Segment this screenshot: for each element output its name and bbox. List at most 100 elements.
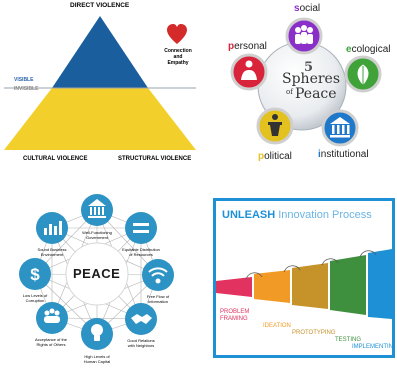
sphere-label-social: social (294, 3, 320, 14)
sphere-label-social-initial: s (294, 3, 300, 14)
wifi-icon (148, 267, 168, 284)
node-label-business-line1: Sound Business (37, 247, 67, 252)
node-label-corruption: Low Levels of Corruption (10, 293, 60, 303)
sphere-personal (230, 53, 268, 91)
invisible-label: INVISIBLE (14, 86, 39, 92)
violence-triangle-panel: DIRECT VIOLENCE VISIBLE INVISIBLE Connec… (0, 0, 200, 180)
podium-icon (268, 114, 282, 136)
leaf-icon (356, 63, 370, 87)
node-label-business: Sound Business Environment (27, 247, 77, 257)
node-label-rights: Acceptance of the Rights of Others (25, 337, 77, 347)
spheres-number: 5 (304, 60, 314, 75)
building-icon (330, 117, 350, 138)
node-label-neighbors: Good Relations with Neighbors (116, 338, 166, 348)
spheres-title-line3: Peace (295, 86, 337, 102)
spheres-diagram (230, 17, 382, 147)
peace-network-panel: $ PEACE Well-Functioning Government Equi… (0, 184, 200, 368)
unleash-title-bold: UNLEASH (222, 209, 276, 221)
node-label-rights-line1: Acceptance of the (34, 337, 68, 342)
node-label-rights-line2: Rights of Others (36, 342, 66, 347)
node-government-circle (81, 194, 113, 226)
node-label-government: Well-Functioning Government (72, 230, 122, 240)
sphere-label-political: political (258, 151, 292, 162)
spheres-title-line2: of (286, 88, 293, 96)
stage-problem-framing-band (216, 277, 252, 297)
peace-center-disc (65, 242, 129, 306)
unleash-title-light: Innovation Process (278, 209, 372, 221)
triangle-bottom-section (4, 88, 196, 150)
node-label-human-capital: High Levels of Human Capital (72, 354, 122, 364)
node-label-corruption-line2: Corruption (25, 298, 45, 303)
direct-violence-label: DIRECT VIOLENCE (70, 2, 130, 9)
stage-testing-band (330, 255, 366, 315)
sphere-political (256, 107, 294, 145)
sphere-label-political-rest: olitical (264, 151, 292, 162)
stage-label-problem-framing-line2: FRAMING (220, 316, 248, 322)
sphere-label-ecological: ecological (346, 44, 390, 55)
node-label-human-capital-line1: High Levels of (84, 354, 110, 359)
sphere-institutional (321, 109, 359, 147)
heart-caption-line3: Empathy (167, 60, 189, 66)
node-corruption-circle (19, 258, 51, 290)
node-information-circle (142, 259, 174, 291)
triangle-top-section (52, 16, 148, 88)
node-label-information: Free Flow of Information (133, 294, 183, 304)
sphere-ecological (344, 55, 382, 93)
equals-icon (133, 223, 149, 233)
node-label-resources-line2: of Resources (129, 252, 153, 257)
node-label-resources: Equitable Distribution of Resources (112, 247, 170, 257)
sphere-label-ecological-initial: e (346, 44, 352, 55)
node-label-corruption-line1: Low Levels of (22, 293, 48, 298)
stage-ideation-band (254, 270, 290, 303)
node-resources-circle (125, 212, 157, 244)
handshake-icon (131, 314, 152, 324)
node-label-business-line2: Environment (40, 252, 64, 257)
sphere-label-institutional-initial: i (318, 149, 321, 160)
sphere-label-personal-initial: p (228, 41, 235, 52)
person-icon (241, 60, 257, 80)
sphere-label-social-rest: ocial (299, 3, 321, 14)
stage-implementing-band (368, 249, 392, 319)
stage-label-prototyping: PROTOTYPING (292, 330, 336, 336)
node-label-government-line2: Government (85, 235, 108, 240)
loop-arrows (245, 250, 377, 280)
peace-network-diagram: $ (19, 194, 174, 350)
unleash-panel: UNLEASH Innovation Process PROBLEM FRAMI… (213, 198, 395, 358)
unleash-title: UNLEASH Innovation Process (222, 209, 372, 221)
node-label-human-capital-line2: Human Capital (83, 359, 111, 364)
node-label-information-line1: Free Flow of (146, 294, 170, 299)
sphere-label-personal: personal (228, 41, 267, 52)
violence-triangle (4, 16, 196, 150)
stage-label-implementing: IMPLEMENTIN (352, 344, 394, 350)
government-icon (88, 199, 106, 218)
sphere-label-institutional: institutional (318, 149, 369, 160)
node-label-neighbors-line1: Good Relations (127, 338, 155, 343)
stage-label-problem-framing-line1: PROBLEM (220, 309, 250, 315)
spheres-title-line1: Spheres (282, 71, 341, 87)
dollar-icon: $ (30, 265, 40, 284)
peace-center-label: PEACE (73, 266, 121, 281)
structural-violence-label: STRUCTURAL VIOLENCE (118, 156, 192, 162)
sphere-label-political-initial: p (258, 151, 265, 162)
cultural-violence-label: CULTURAL VIOLENCE (23, 156, 88, 162)
node-label-resources-line1: Equitable Distribution (122, 247, 160, 252)
visible-label: VISIBLE (14, 77, 34, 83)
node-label-information-line2: Information (147, 299, 168, 304)
people-icon (295, 25, 313, 44)
unleash-funnel (216, 249, 392, 319)
spheres-of-peace-panel: 5 Spheres of Peace social ecological ins… (200, 0, 397, 180)
sphere-label-ecological-rest: cological (351, 44, 391, 55)
chart-icon (44, 221, 62, 235)
heart-icon (167, 24, 187, 44)
group-icon (44, 308, 60, 323)
stage-label-problem-framing: PROBLEM FRAMING (220, 309, 249, 323)
node-label-neighbors-line2: with Neighbors (127, 343, 155, 348)
stage-label-testing: TESTING (335, 337, 362, 343)
sphere-label-personal-rest: ersonal (234, 41, 267, 52)
sphere-label-institutional-rest: nstitutional (320, 149, 369, 160)
heart-caption-line2: and (173, 54, 183, 60)
lightbulb-icon (91, 324, 103, 341)
stage-label-ideation: IDEATION (263, 323, 291, 329)
node-label-government-line1: Well-Functioning (82, 230, 112, 235)
stage-prototyping-band (292, 263, 328, 309)
